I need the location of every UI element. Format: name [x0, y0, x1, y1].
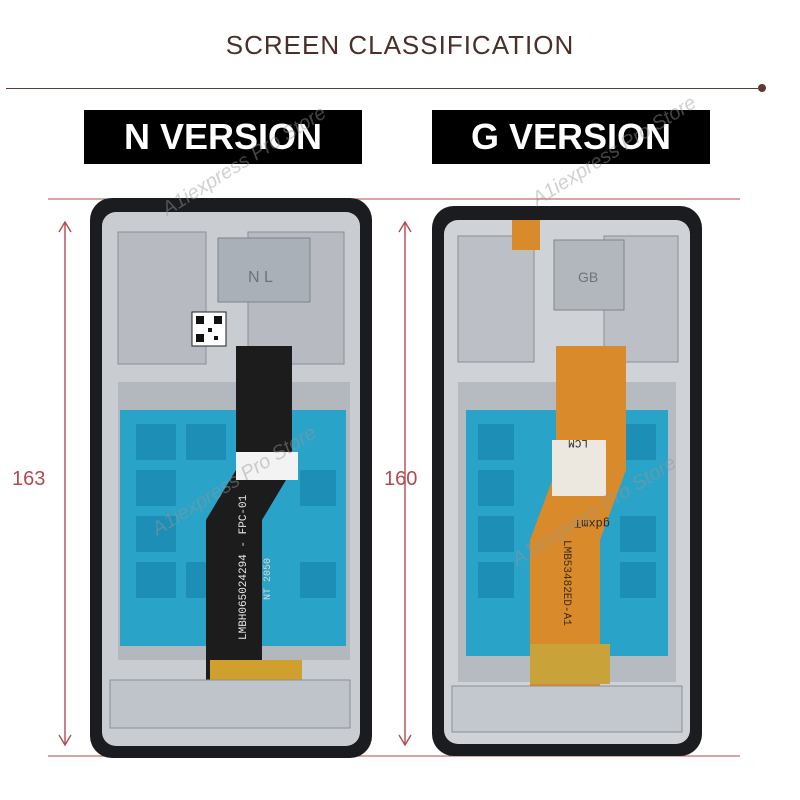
- g-chip-label: GB: [578, 269, 598, 285]
- n-flex-code: NT 2050: [263, 558, 274, 600]
- g-height-label: 160: [384, 468, 418, 490]
- n-chip-label: N L: [248, 269, 273, 286]
- divider-dot: [758, 84, 766, 92]
- n-version-badge: N VERSION: [84, 110, 362, 164]
- g-version-screen: GB gdxmT LCM LMB53482ED-A1: [432, 206, 702, 756]
- g-version-badge: G VERSION: [432, 110, 710, 164]
- page-title: SCREEN CLASSIFICATION: [225, 30, 575, 60]
- g-flex-lcm: LCM: [568, 436, 588, 448]
- n-flex-print: LMBH065024294 - FPC-01: [238, 494, 250, 640]
- n-height-label: 163: [12, 468, 46, 490]
- g-flex-label: gdxmT: [574, 516, 610, 530]
- title-divider: [6, 88, 758, 89]
- n-version-screen: N L LMBH065024294 - FPC-01 NT 2050: [90, 198, 372, 758]
- g-flex-print: LMB53482ED-A1: [560, 540, 572, 626]
